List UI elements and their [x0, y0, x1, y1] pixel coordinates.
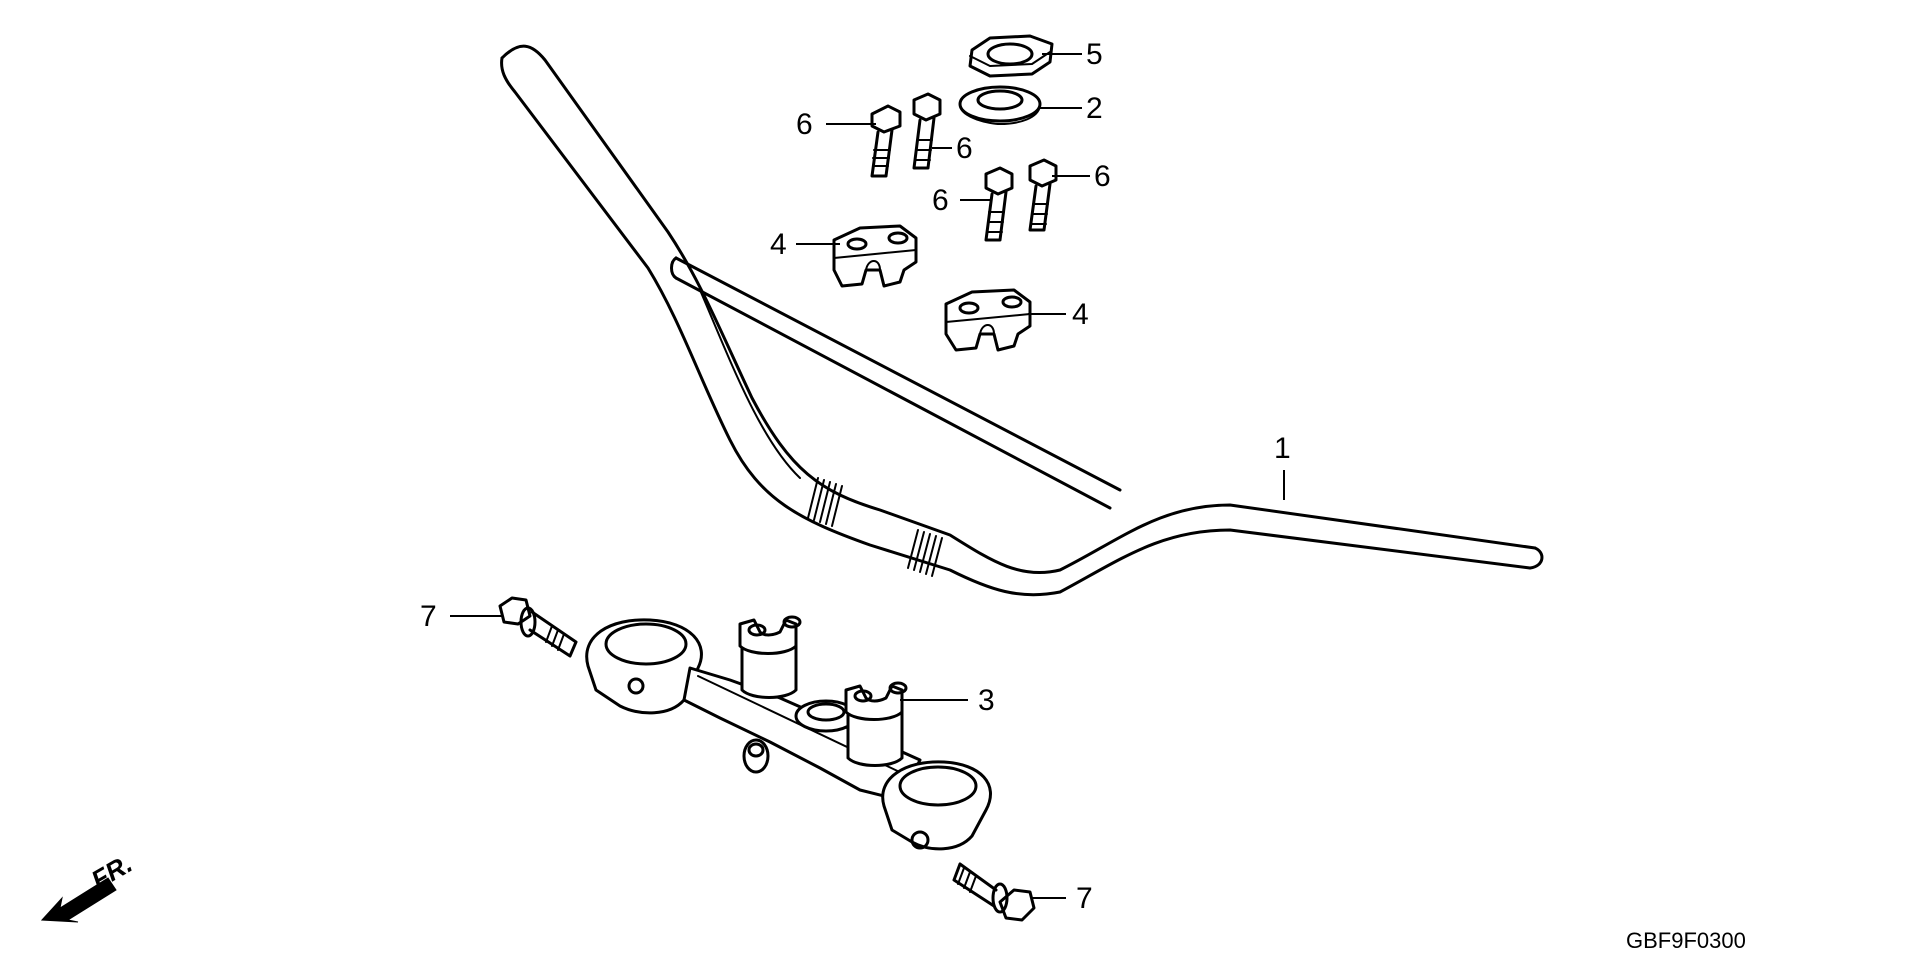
- holder-part-4-a[interactable]: [832, 224, 918, 288]
- callout-label: 4: [1072, 298, 1089, 331]
- callout-label: 6: [796, 108, 813, 141]
- callout-label: 1: [1274, 432, 1291, 465]
- knurling-left: [807, 477, 843, 527]
- callout-label: 7: [420, 600, 437, 633]
- callout-labels: 5 2 6 6 6 6 4 4 1 3 7 7: [420, 38, 1291, 915]
- callout-label: 6: [932, 184, 949, 217]
- front-direction-indicator: FR.: [40, 848, 137, 923]
- flange-bolt-part-7-b[interactable]: [952, 862, 1036, 922]
- drawing-code: GBF9F0300: [1626, 928, 1746, 953]
- arrow-icon: [40, 877, 117, 923]
- bolt-part-6-b[interactable]: [912, 92, 942, 170]
- leader-lines: [450, 53, 1285, 899]
- nut-part-5[interactable]: [968, 34, 1054, 78]
- callout-label: 6: [956, 132, 973, 165]
- callout-label: 2: [1086, 92, 1103, 125]
- bolt-part-6-d[interactable]: [1028, 158, 1058, 232]
- callout-label: 6: [1094, 160, 1111, 193]
- handlebar-part-1[interactable]: [500, 44, 1544, 597]
- bolt-part-6-a[interactable]: [870, 104, 902, 178]
- callout-label: 5: [1086, 38, 1103, 71]
- top-bridge-part-3[interactable]: [585, 615, 992, 851]
- holder-part-4-b[interactable]: [944, 288, 1032, 352]
- callout-label: 4: [770, 228, 787, 261]
- bolt-part-6-c[interactable]: [984, 166, 1014, 242]
- flange-bolt-part-7-a[interactable]: [498, 596, 578, 658]
- callout-label: 7: [1076, 882, 1093, 915]
- callout-label: 3: [978, 684, 995, 717]
- washer-part-2[interactable]: [958, 85, 1042, 125]
- knurling-right: [907, 529, 943, 577]
